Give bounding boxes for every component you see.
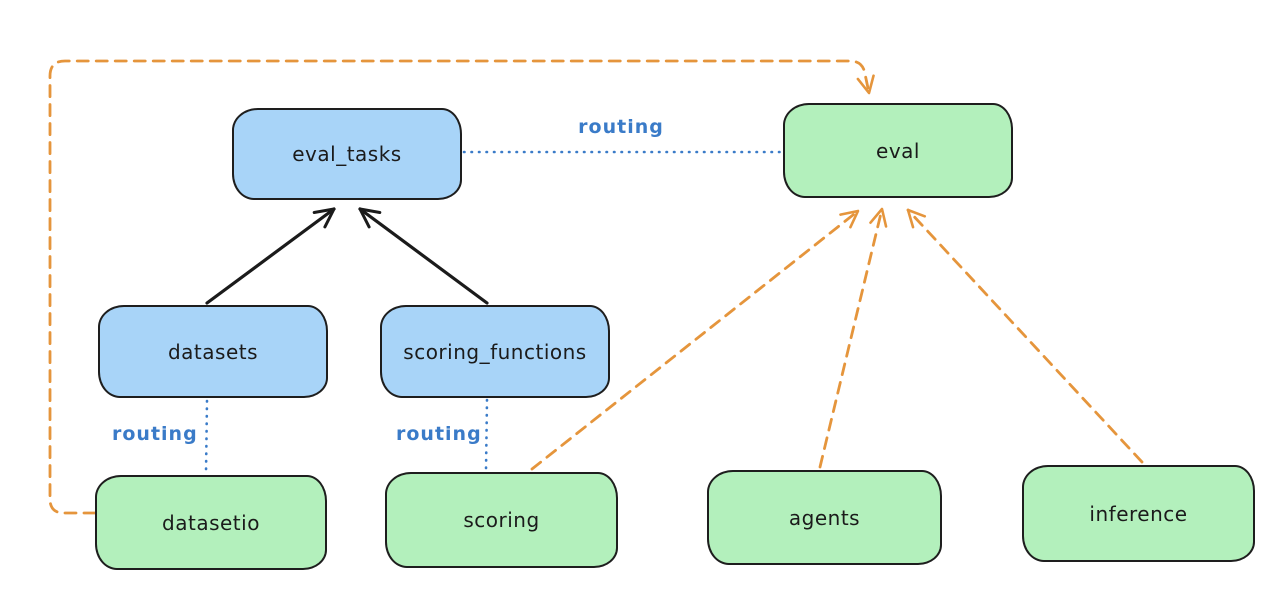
node-agents-label: agents (788, 505, 861, 530)
node-scoring_functions: scoring_functions (380, 305, 610, 398)
node-scoring-label: scoring (463, 508, 540, 532)
edge-scoring_functions-to-scoring-routing (484, 398, 489, 472)
edge-label-routing-eval_tasks-eval: routing (578, 116, 664, 138)
node-datasetio: datasetio (95, 475, 327, 570)
node-inference: inference (1022, 465, 1255, 562)
node-scoring_functions-label: scoring_functions (403, 339, 587, 364)
edge-scoring_functions-to-eval_tasks (358, 207, 489, 305)
node-eval_tasks-label: eval_tasks (292, 142, 402, 166)
edge-scoring-to-eval (530, 209, 860, 471)
node-datasetio-label: datasetio (162, 510, 260, 535)
node-eval-label: eval (876, 138, 920, 163)
edge-datasetio-to-eval (48, 59, 875, 515)
edge-label-routing-datasets-datasetio: routing (112, 423, 198, 445)
node-scoring: scoring (385, 472, 618, 568)
edge-datasets-to-eval_tasks (205, 207, 336, 305)
node-eval_tasks: eval_tasks (232, 108, 462, 200)
edge-datasets-to-datasetio-routing (204, 399, 209, 475)
node-eval: eval (783, 103, 1013, 198)
edge-inference-to-eval (906, 208, 1144, 464)
node-datasets-label: datasets (167, 339, 259, 364)
node-inference-label: inference (1089, 501, 1188, 526)
node-agents: agents (707, 470, 942, 565)
edge-label-routing-scoring_functions-scoring: routing (396, 423, 482, 445)
edge-agents-to-eval (818, 207, 888, 469)
node-datasets: datasets (98, 305, 328, 398)
